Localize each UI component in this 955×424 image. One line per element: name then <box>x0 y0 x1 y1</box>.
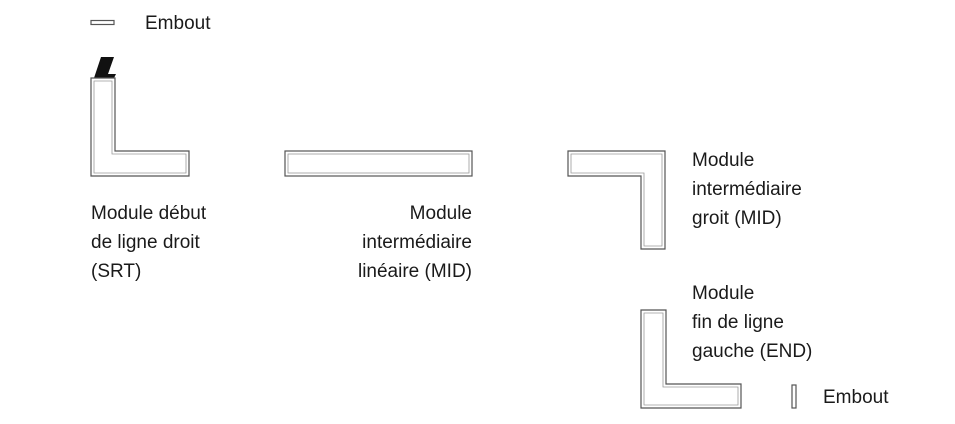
endcap-right-label: Embout <box>823 383 888 412</box>
label-line: de ligne droit <box>91 232 200 253</box>
legend-endcap-label: Embout <box>145 9 210 38</box>
label-line: intermédiaire <box>362 232 472 253</box>
label-line: Module début <box>91 203 207 224</box>
start-straight-module-label: Module début de ligne droit (SRT) <box>91 199 206 286</box>
start-straight-module-shape <box>90 77 190 177</box>
label-line: (SRT) <box>91 261 142 282</box>
label-line: Module <box>692 150 755 171</box>
label-line: linéaire (MID) <box>357 261 472 282</box>
label-line: Module <box>692 283 755 304</box>
label-line: fin de ligne <box>692 312 784 333</box>
middle-right-module-shape <box>567 150 666 250</box>
endcap-right-text: Embout <box>823 387 889 408</box>
endcap-right-shape <box>791 384 797 409</box>
end-left-module-label: Module fin de ligne gauche (END) <box>692 279 812 366</box>
label-line: gauche (END) <box>692 341 813 362</box>
label-line: intermédiaire <box>692 179 802 200</box>
label-line: Module <box>409 203 472 224</box>
end-left-module-shape <box>640 309 742 409</box>
middle-linear-module-label: Module intermédiaire linéaire (MID) <box>312 199 472 286</box>
legend-endcap-text: Embout <box>145 13 211 34</box>
middle-linear-module-shape <box>284 150 473 177</box>
label-line: groit (MID) <box>692 208 782 229</box>
legend-endcap-shape <box>90 19 115 26</box>
middle-right-module-label: Module intermédiaire groit (MID) <box>692 146 802 233</box>
